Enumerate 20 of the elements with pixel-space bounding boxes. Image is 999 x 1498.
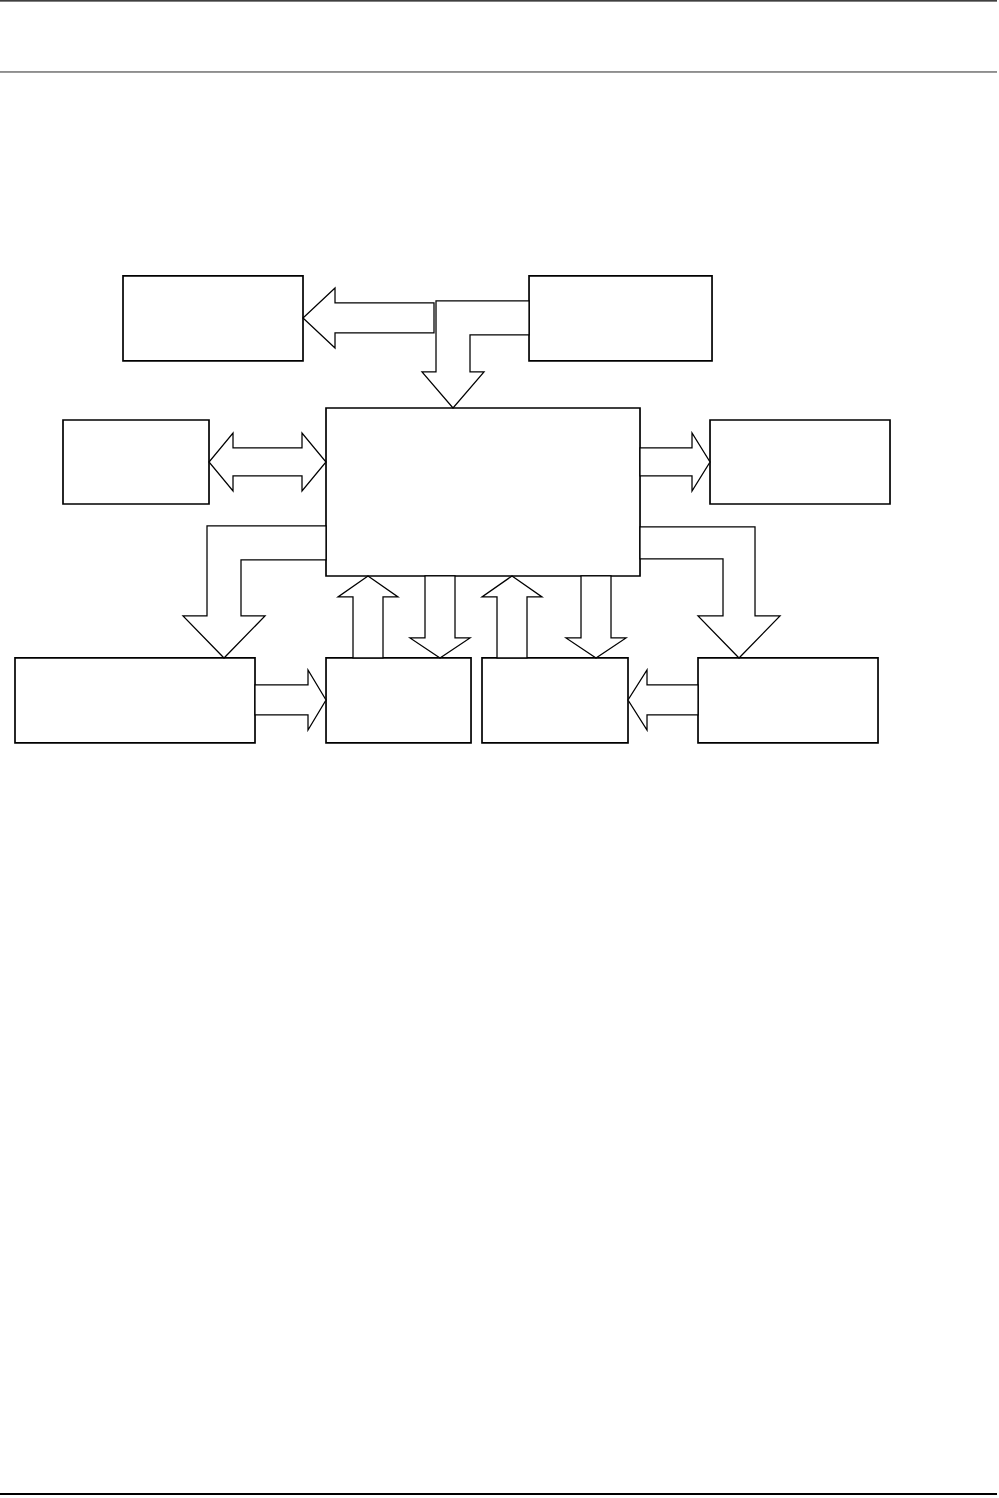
block-box — [14, 657, 256, 744]
block-arrow — [420, 300, 530, 409]
block-arrow — [639, 430, 711, 494]
block-arrow — [336, 575, 401, 659]
block-arrow — [480, 575, 545, 659]
block-box — [325, 657, 472, 744]
block-arrow — [181, 525, 327, 659]
block-arrow — [627, 667, 699, 733]
block-arrow — [639, 526, 782, 659]
block-box — [122, 275, 304, 362]
block-arrow — [254, 667, 327, 733]
block-arrow — [208, 431, 327, 493]
block-box — [481, 657, 629, 744]
block-box — [62, 419, 210, 505]
block-arrow — [302, 286, 435, 350]
block-box — [697, 657, 879, 744]
block-arrow — [407, 575, 473, 659]
block-box — [709, 419, 891, 505]
block-box — [528, 275, 713, 362]
block-arrow — [563, 575, 629, 659]
